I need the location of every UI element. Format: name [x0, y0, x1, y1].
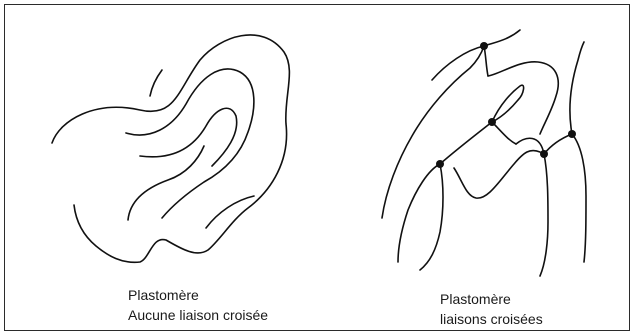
chain-top — [432, 30, 520, 80]
uncrosslinked-chains — [52, 35, 289, 262]
caption-crosslinked: Plastomère liaisons croisées — [440, 289, 543, 329]
caption-title: Plastomère — [128, 285, 268, 305]
chain-vertical — [484, 46, 488, 76]
crosslink-node — [568, 130, 576, 138]
caption-uncrosslinked: Plastomère Aucune liaison croisée — [128, 285, 268, 325]
chain-right-long — [488, 62, 558, 134]
chain-web-3 — [454, 151, 540, 199]
chain-inner-1 — [126, 69, 254, 218]
chain-web-1 — [440, 122, 516, 164]
chain-lower-strand — [206, 196, 254, 228]
crosslink-node — [488, 118, 496, 126]
chain-web-5 — [540, 154, 548, 276]
caption-title: Plastomère — [440, 289, 543, 309]
chain-lower-right — [128, 146, 204, 220]
chain-outer — [52, 35, 289, 262]
caption-subtitle: Aucune liaison croisée — [128, 305, 268, 325]
crosslink-node — [436, 160, 444, 168]
crosslink-node — [480, 42, 488, 50]
chain-right-edge — [572, 134, 586, 262]
chain-inner-2 — [140, 108, 237, 166]
crosslinked-chains — [382, 30, 586, 276]
chain-curl — [150, 70, 162, 96]
chain-web-6 — [544, 134, 572, 154]
chain-lower-left — [398, 164, 440, 262]
chain-right-top — [570, 42, 584, 134]
chain-middle-loop — [492, 85, 524, 122]
crosslink-node — [540, 150, 548, 158]
caption-subtitle: liaisons croisées — [440, 309, 543, 329]
